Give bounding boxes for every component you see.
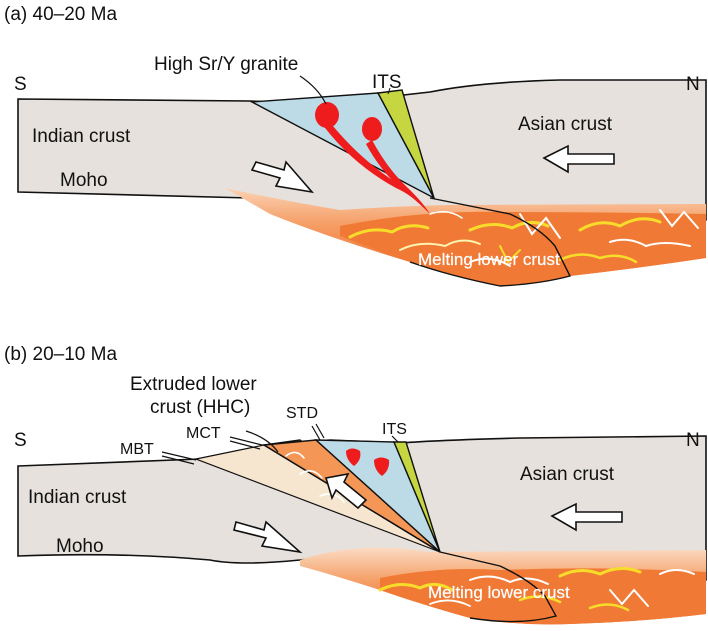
panel-b-std-label: STD [286,405,318,422]
panel-b-granite-drop [346,448,361,466]
panel-b-its-wedge [392,441,441,553]
panel-b-melt-veins [378,567,695,612]
panel-a-granite-label: High Sr/Y granite [154,54,298,75]
panel-b-mbt-label: MBT [120,441,154,458]
panel-a-indian-arrow [250,160,315,194]
panel-a-moho-label: Moho [60,170,108,191]
panel-b-extruded-label-2: crust (HHC) [150,397,250,418]
panel-b-fault-markers [161,423,399,465]
panel-a-title: (a) 40–20 Ma [4,4,117,25]
panel-a-asian-crust-label: Asian crust [518,114,613,135]
panel-a-its-label: ITS [372,72,402,93]
panel-b-indian-arrow [233,520,303,554]
panel-b-mct-label: MCT [186,425,221,442]
panel-b-north-label: N [686,430,700,451]
panel-a: (a) 40–20 Ma [4,4,707,287]
panel-b-slab-outline [439,551,558,623]
panel-a-melting-label: Melting lower crust [418,250,560,269]
panel-b-asian-arrow [550,502,623,532]
panel-b: (b) 20–10 Ma [4,344,707,625]
panel-b-melting-label: Melting lower crust [428,583,570,602]
panel-a-granite-leader [299,75,327,105]
panel-b-moho-label: Moho [56,536,104,557]
panel-a-its-wedge [376,89,435,199]
panel-b-south-label: S [14,430,27,451]
panel-a-its-leader [387,87,391,95]
panel-a-melt-core [340,211,706,286]
panel-b-granite-drop-2 [374,457,390,476]
panel-b-indian-crust-label: Indian crust [28,487,127,508]
panel-a-granite-plume-2 [366,140,430,214]
panel-a-melt-veins [348,209,699,267]
panel-b-extruded-label-1: Extruded lower [130,374,257,395]
panel-b-asian-crust-label: Asian crust [520,464,615,485]
panel-a-asian-arrow [542,144,615,174]
panel-a-granite-blob [315,102,339,128]
panel-a-slab-outline [409,197,572,287]
panel-a-north-label: N [686,74,700,95]
panel-b-extrusion-arrow [324,472,368,510]
panel-b-title: (b) 20–10 Ma [4,344,117,365]
panel-a-granite-blob-2 [362,117,382,141]
panel-a-indian-crust-label: Indian crust [32,126,131,147]
panel-a-south-label: S [14,74,27,95]
panel-b-its-label: ITS [382,421,407,438]
